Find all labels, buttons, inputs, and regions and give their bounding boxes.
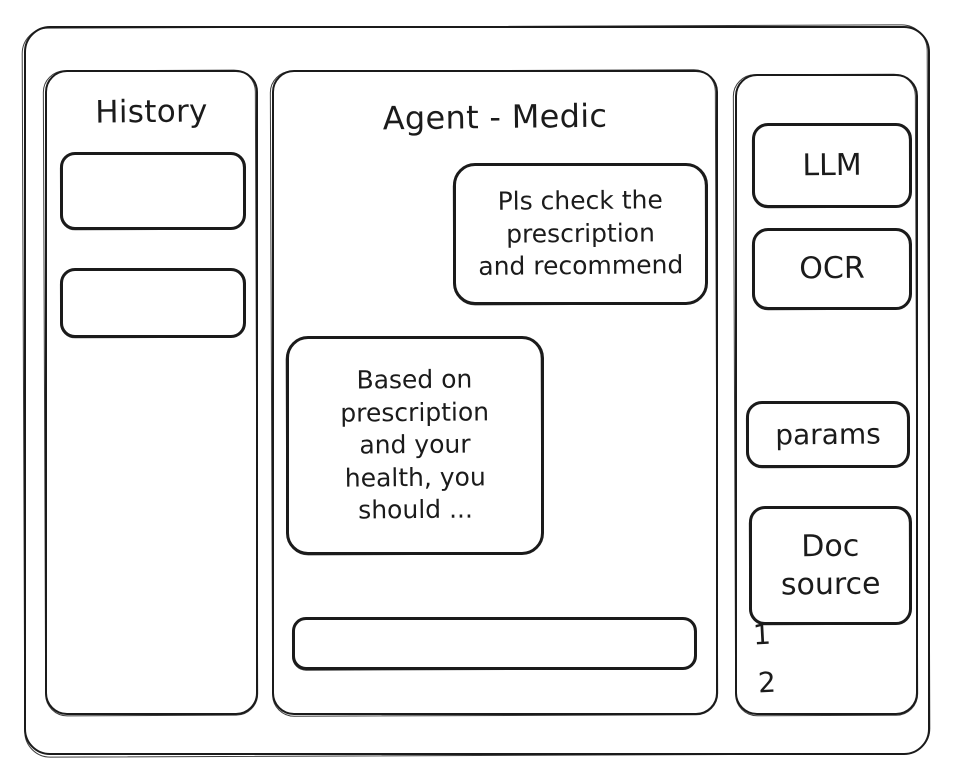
tool-button-params-label: params — [775, 417, 881, 452]
user-message-bubble — [453, 163, 708, 305]
doc-source-item[interactable]: 1 — [752, 617, 772, 652]
user-message-text: Pls check the prescription and recommend — [478, 185, 684, 282]
agent-message-bubble — [286, 336, 544, 555]
agent-message-text: Based on prescription and your health, y… — [340, 364, 490, 525]
doc-source-item[interactable]: 2 — [757, 665, 777, 700]
tools-panel — [735, 74, 918, 715]
tool-button-doc-source-label: Doc source — [780, 528, 881, 603]
history-item[interactable] — [60, 268, 246, 338]
history-panel-title: History — [95, 93, 208, 131]
message-input[interactable] — [292, 617, 697, 670]
tool-button-doc-source[interactable] — [749, 506, 912, 625]
tool-button-llm[interactable] — [752, 123, 912, 208]
tool-button-ocr[interactable] — [752, 228, 912, 310]
history-panel — [45, 70, 258, 715]
tool-button-params[interactable] — [746, 401, 910, 468]
history-item[interactable] — [60, 152, 246, 230]
tool-button-ocr-label: OCR — [799, 250, 865, 287]
app-window-frame — [24, 26, 930, 755]
tool-button-llm-label: LLM — [802, 147, 862, 184]
agent-chat-panel — [272, 70, 718, 715]
agent-chat-title: Agent - Medic — [382, 96, 608, 138]
